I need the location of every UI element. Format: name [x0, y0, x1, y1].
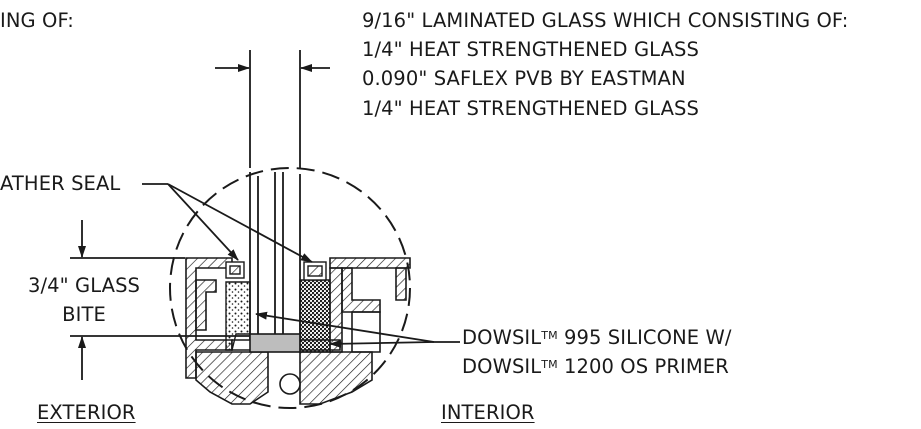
label-interior: INTERIOR	[441, 401, 535, 424]
silicone-brand-2: DOWSIL	[462, 355, 542, 378]
label-glazing-spec-left: ING OF:	[0, 9, 74, 32]
mullion-frame-section	[185, 257, 411, 405]
silicone-desc-2: 1200 OS PRIMER	[557, 355, 729, 378]
weather-seal-leader-2	[167, 183, 313, 263]
label-weather-seal: ATHER SEAL	[0, 172, 121, 195]
trademark-1: TM	[541, 329, 558, 342]
silicone-desc-1: 995 SILICONE W/	[557, 326, 732, 349]
weather-seal-leader-1	[167, 183, 239, 261]
silicone-brand-1: DOWSIL	[462, 326, 542, 349]
detail-circle	[169, 167, 411, 409]
label-silicone-line2: DOWSILTM 1200 OS PRIMER	[462, 355, 729, 378]
interior-silicone	[299, 279, 331, 353]
label-glass-spec-line2: 1/4" HEAT STRENGTHENED GLASS	[362, 38, 699, 61]
label-glass-spec-line3: 0.090" SAFLEX PVB BY EASTMAN	[362, 67, 686, 90]
label-glass-spec-line1: 9/16" LAMINATED GLASS WHICH CONSISTING O…	[362, 9, 849, 32]
trademark-2: TM	[541, 358, 558, 371]
label-glass-spec-line4: 1/4" HEAT STRENGTHENED GLASS	[362, 97, 699, 120]
exterior-silicone	[225, 281, 251, 351]
silicone-leader-1	[255, 311, 435, 343]
label-glass-bite-line2: BITE	[62, 303, 106, 326]
label-exterior: EXTERIOR	[37, 401, 136, 424]
label-silicone-line1: DOWSILTM 995 SILICONE W/	[462, 326, 732, 349]
label-glass-bite-line1: 3/4" GLASS	[27, 274, 141, 297]
silicone-leader-2	[329, 339, 435, 348]
